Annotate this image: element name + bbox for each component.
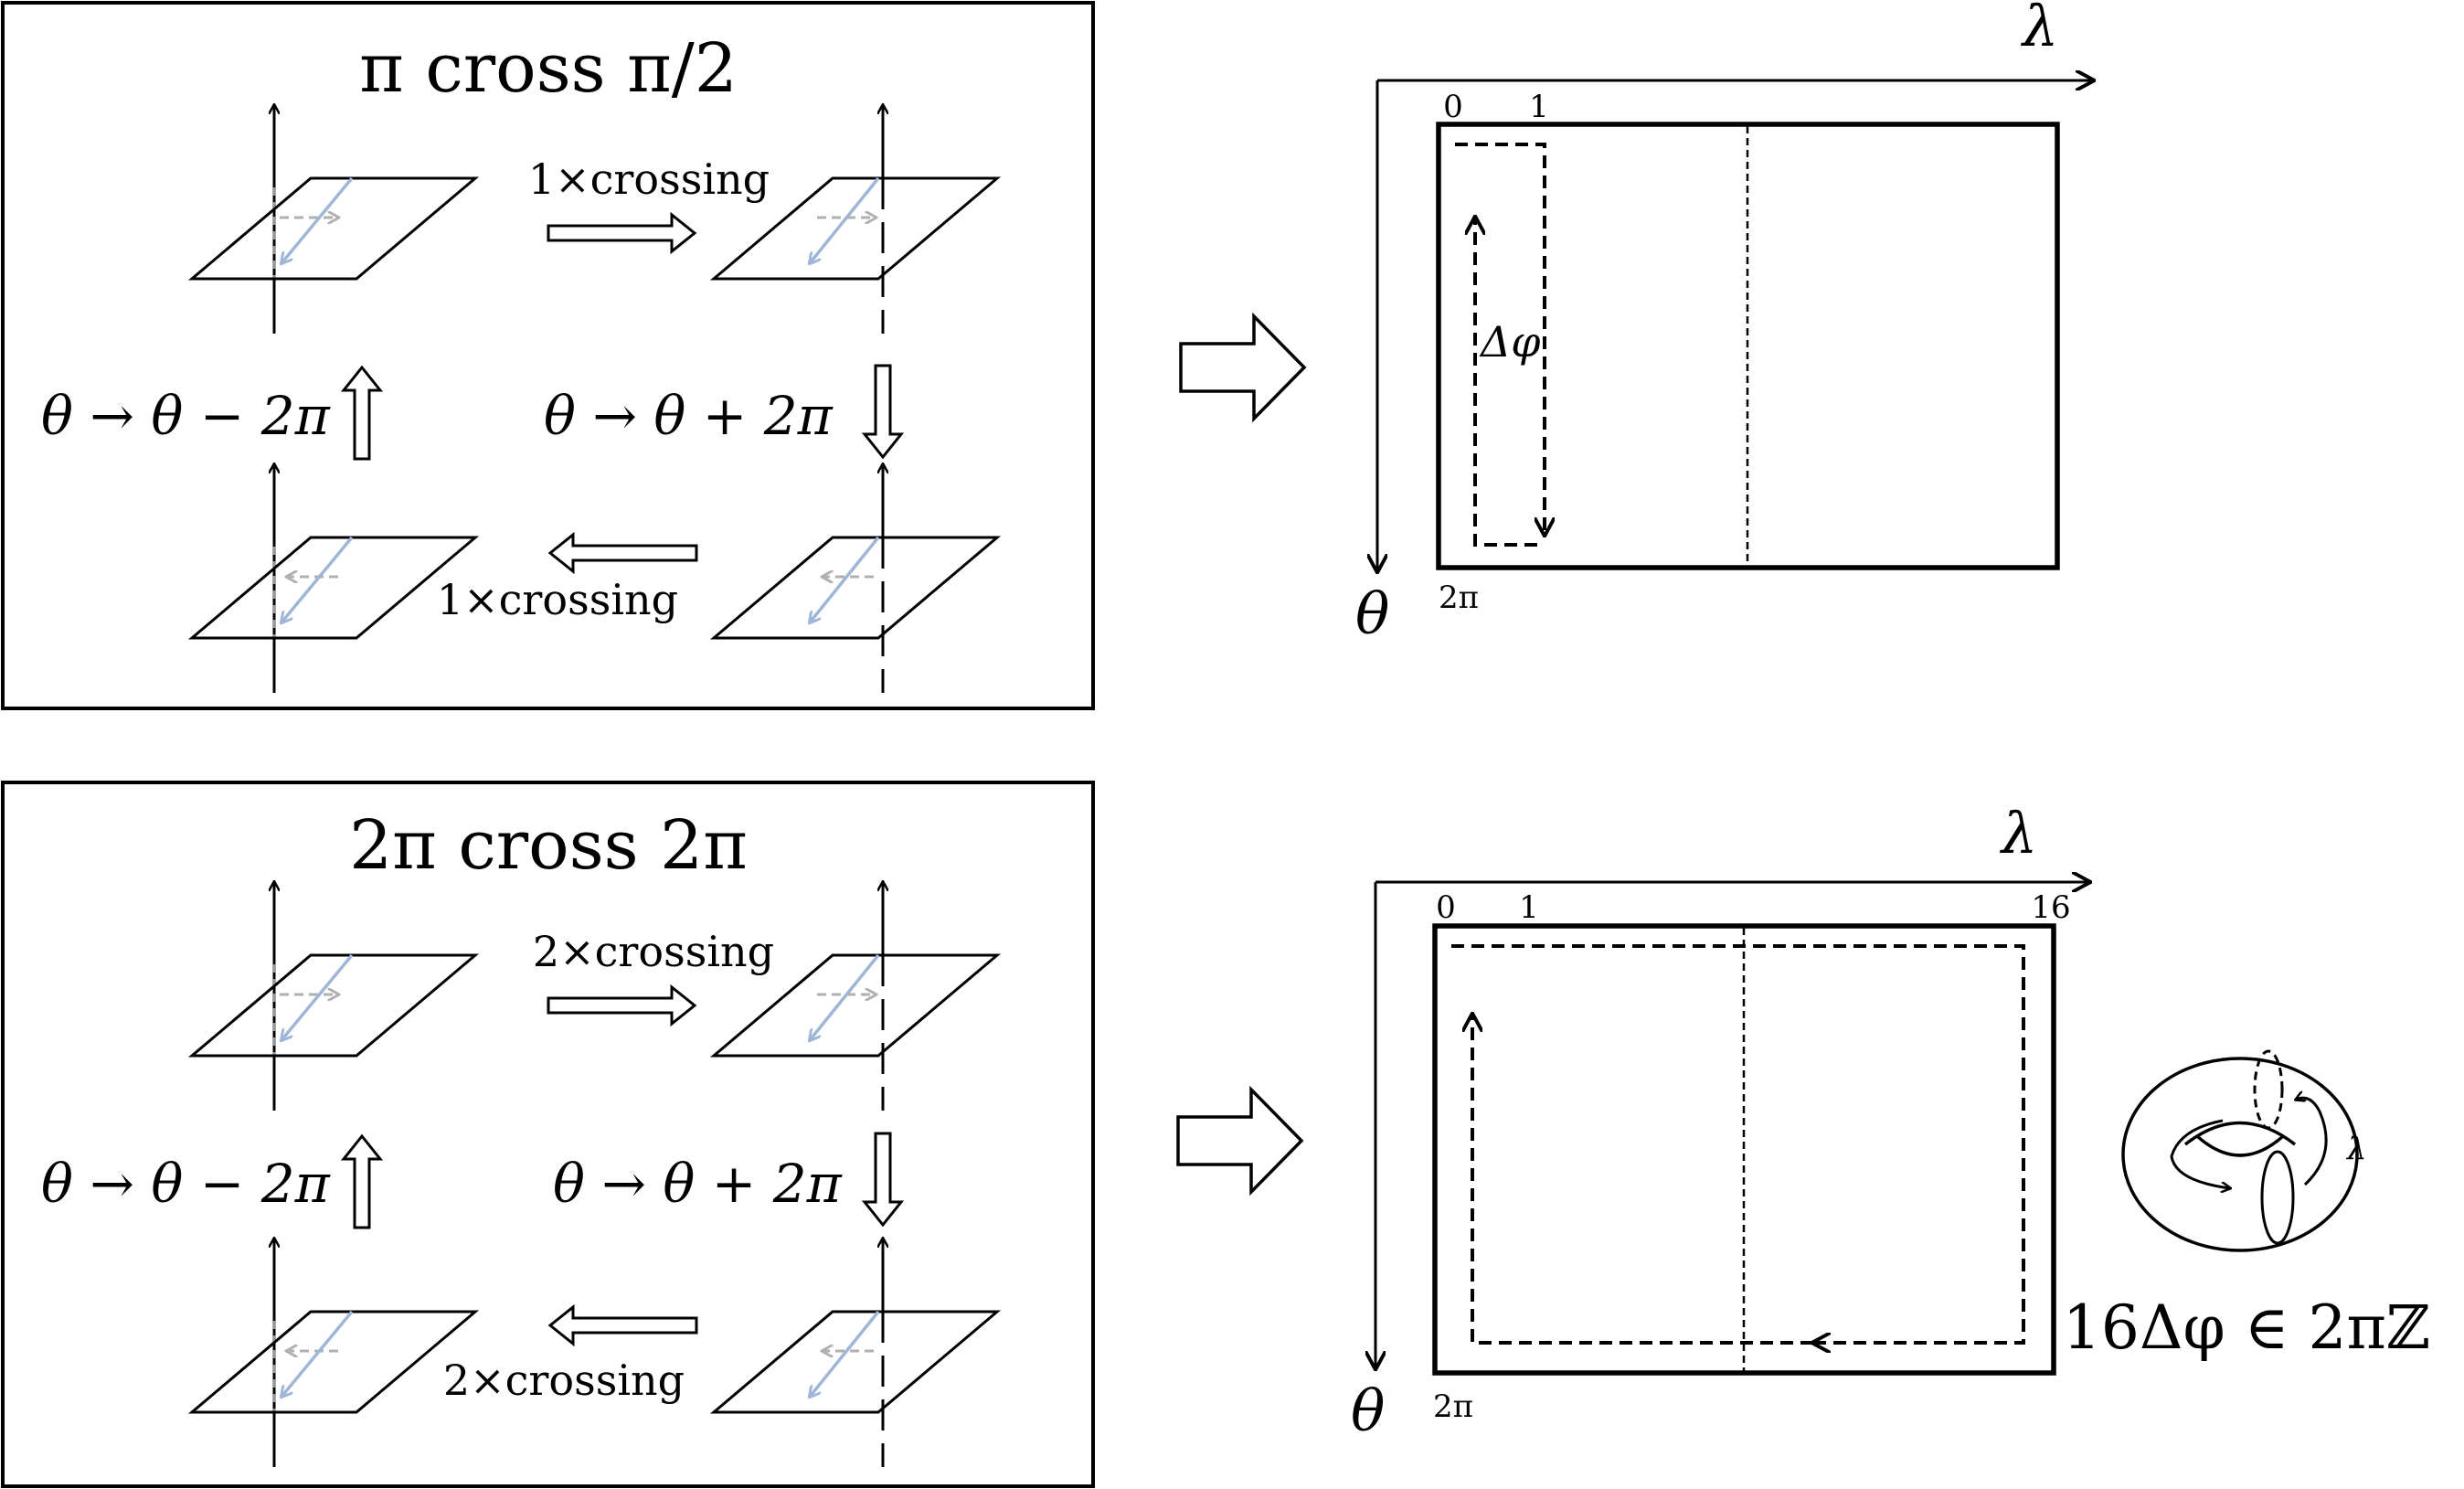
shift-arrow-down (863, 1132, 903, 1227)
x-tick-0: 0 (1443, 89, 1463, 125)
lambda-axis-label: λ (1999, 800, 2037, 867)
top-crossing-label: 2×crossing (533, 927, 774, 976)
plane-top-left (192, 882, 475, 1111)
bottom-crossing-label: 2×crossing (443, 1356, 685, 1405)
delta-phi-label: Δφ (1479, 317, 1541, 367)
theta-axis-label: θ (1351, 1377, 1385, 1444)
torus-diagram: λ (2121, 1049, 2367, 1252)
plane-top-left (192, 105, 475, 334)
shift-arrow-up (342, 1134, 382, 1229)
label-backdrop (1479, 316, 1532, 369)
plot-bottom: λ θ 0 1 16 2π λ 16Δφ ∈ 2πℤ (1351, 800, 2430, 1444)
theta-axis-label: θ (1355, 580, 1389, 647)
transition-arrow-bottom (1176, 1088, 1303, 1194)
panel-2pi-cross-2pi: 2π cross 2π 2×crossing 2×crossing θ → θ … (1, 781, 1095, 1488)
crossing-arrow-right (547, 213, 696, 253)
shift-arrow-down (863, 364, 903, 459)
shift-arrow-up (342, 366, 382, 461)
right-shift-label: θ → θ + 2π (544, 385, 834, 447)
crossing-arrow-left (548, 533, 698, 573)
torus-arrow-right (2296, 1098, 2328, 1186)
x-tick-1: 1 (1519, 889, 1539, 926)
domain-rectangle (1432, 923, 2056, 1376)
plane-bottom-left (192, 464, 475, 693)
transition-arrow-top (1179, 314, 1306, 420)
x-tick-1: 1 (1529, 89, 1549, 125)
meridian-hidden (2253, 1049, 2284, 1130)
left-shift-label: θ → θ − 2π (41, 1153, 331, 1215)
top-crossing-label: 1×crossing (528, 154, 770, 204)
panel-frame (1, 781, 1095, 1488)
plane-top-right (714, 882, 997, 1111)
panel-pi-cross-pi2: π cross π/2 1×crossing 1×crossing θ → θ … (1, 1, 1095, 710)
plot-top: λ θ 0 1 2π Δφ (1355, 0, 2093, 647)
torus-lambda-label: λ (2345, 1131, 2367, 1167)
plane-bottom-right (714, 1239, 997, 1467)
crossing-arrow-left (548, 1305, 698, 1345)
plane-bottom-left (192, 1239, 475, 1467)
panel-frame (1, 1, 1095, 710)
path-segment-loop (1451, 944, 2025, 1343)
x-tick-16: 16 (2031, 889, 2070, 926)
plane-bottom-right (714, 464, 997, 693)
panel-title: 2π cross 2π (349, 806, 748, 885)
crossing-arrow-right (547, 985, 696, 1026)
y-tick-2pi: 2π (1439, 580, 1479, 616)
quantization-equation: 16Δφ ∈ 2πℤ (2063, 1292, 2430, 1363)
x-tick-0: 0 (1436, 889, 1456, 926)
path-segment-down (1455, 143, 1545, 535)
right-shift-label: θ → θ + 2π (553, 1153, 843, 1215)
meridian-visible (2260, 1150, 2295, 1245)
y-tick-2pi: 2π (1433, 1388, 1473, 1425)
path-segment-return (1472, 1015, 1813, 1345)
path-segment-up (1475, 218, 1537, 547)
lambda-axis-label: λ (2020, 0, 2058, 59)
bottom-crossing-label: 1×crossing (437, 575, 678, 624)
plane-top-right (714, 105, 997, 334)
torus-hole-bottom (2195, 1134, 2285, 1157)
domain-rectangle (1436, 122, 2060, 570)
torus-outer (2121, 1057, 2359, 1252)
panel-title: π cross π/2 (359, 29, 738, 108)
left-shift-label: θ → θ − 2π (41, 385, 331, 447)
torus-arrow-left (2170, 1119, 2230, 1188)
